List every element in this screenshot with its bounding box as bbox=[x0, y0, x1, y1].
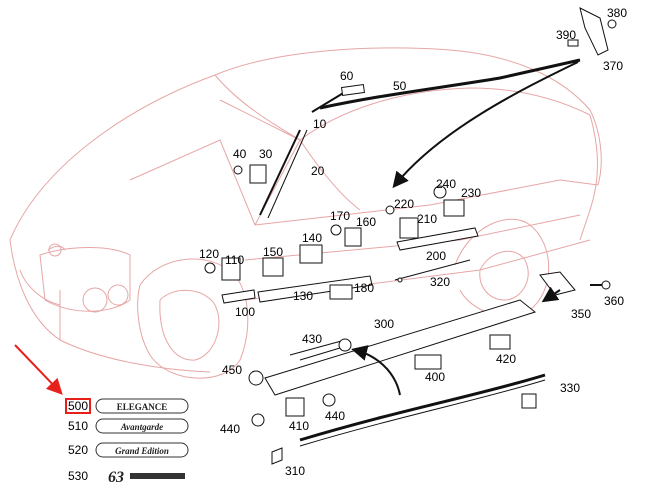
label-210: 210 bbox=[417, 212, 437, 226]
label-30: 30 bbox=[259, 147, 273, 161]
label-360: 360 bbox=[604, 294, 624, 308]
label-160: 160 bbox=[356, 215, 376, 229]
label-180: 180 bbox=[354, 281, 374, 295]
label-440-left: 440 bbox=[220, 422, 240, 436]
label-150: 150 bbox=[263, 245, 283, 259]
label-370: 370 bbox=[603, 59, 623, 73]
label-230: 230 bbox=[461, 186, 481, 200]
amg-badge-bar bbox=[130, 473, 185, 479]
label-240: 240 bbox=[436, 177, 456, 191]
emblem-number-530: 530 bbox=[68, 469, 88, 483]
label-430: 430 bbox=[302, 332, 322, 346]
emblem-number-520: 520 bbox=[68, 443, 88, 457]
emblem-text-520: Grand Edition bbox=[115, 446, 169, 456]
label-140: 140 bbox=[302, 231, 322, 245]
part-shapes bbox=[204, 7, 617, 465]
car-outline bbox=[9, 47, 602, 379]
label-130: 130 bbox=[293, 289, 313, 303]
label-200: 200 bbox=[426, 249, 446, 263]
label-60: 60 bbox=[340, 69, 354, 83]
part-labels: 10 20 30 40 50 60 100 110 120 130 140 15… bbox=[199, 6, 627, 478]
label-440-right: 440 bbox=[325, 409, 345, 423]
label-420: 420 bbox=[496, 352, 516, 366]
label-20: 20 bbox=[311, 164, 325, 178]
label-220: 220 bbox=[394, 197, 414, 211]
label-170: 170 bbox=[330, 209, 350, 223]
emblem-list: 500 ELEGANCE 510 Avantgarde 520 Grand Ed… bbox=[65, 398, 189, 486]
emblem-text-500: ELEGANCE bbox=[117, 402, 168, 412]
highlight-box bbox=[65, 398, 91, 414]
label-400: 400 bbox=[425, 370, 445, 384]
label-100: 100 bbox=[235, 305, 255, 319]
label-40: 40 bbox=[233, 147, 247, 161]
label-110: 110 bbox=[225, 253, 244, 267]
emblem-text-510: Avantgarde bbox=[120, 422, 163, 432]
label-390: 390 bbox=[556, 28, 576, 42]
emblem-number-510: 510 bbox=[68, 419, 88, 433]
label-10: 10 bbox=[313, 117, 327, 131]
label-410: 410 bbox=[289, 419, 309, 433]
arrows bbox=[14, 61, 579, 396]
emblem-number-500: 500 bbox=[68, 399, 88, 413]
label-50: 50 bbox=[393, 79, 407, 93]
label-320: 320 bbox=[430, 275, 450, 289]
label-300: 300 bbox=[374, 317, 394, 331]
label-450: 450 bbox=[222, 363, 242, 377]
label-330: 330 bbox=[560, 381, 580, 395]
label-350: 350 bbox=[571, 307, 591, 321]
label-310: 310 bbox=[285, 464, 305, 478]
label-380: 380 bbox=[607, 6, 627, 20]
label-120: 120 bbox=[199, 247, 219, 261]
emblem-text-530: 63 bbox=[108, 469, 124, 486]
